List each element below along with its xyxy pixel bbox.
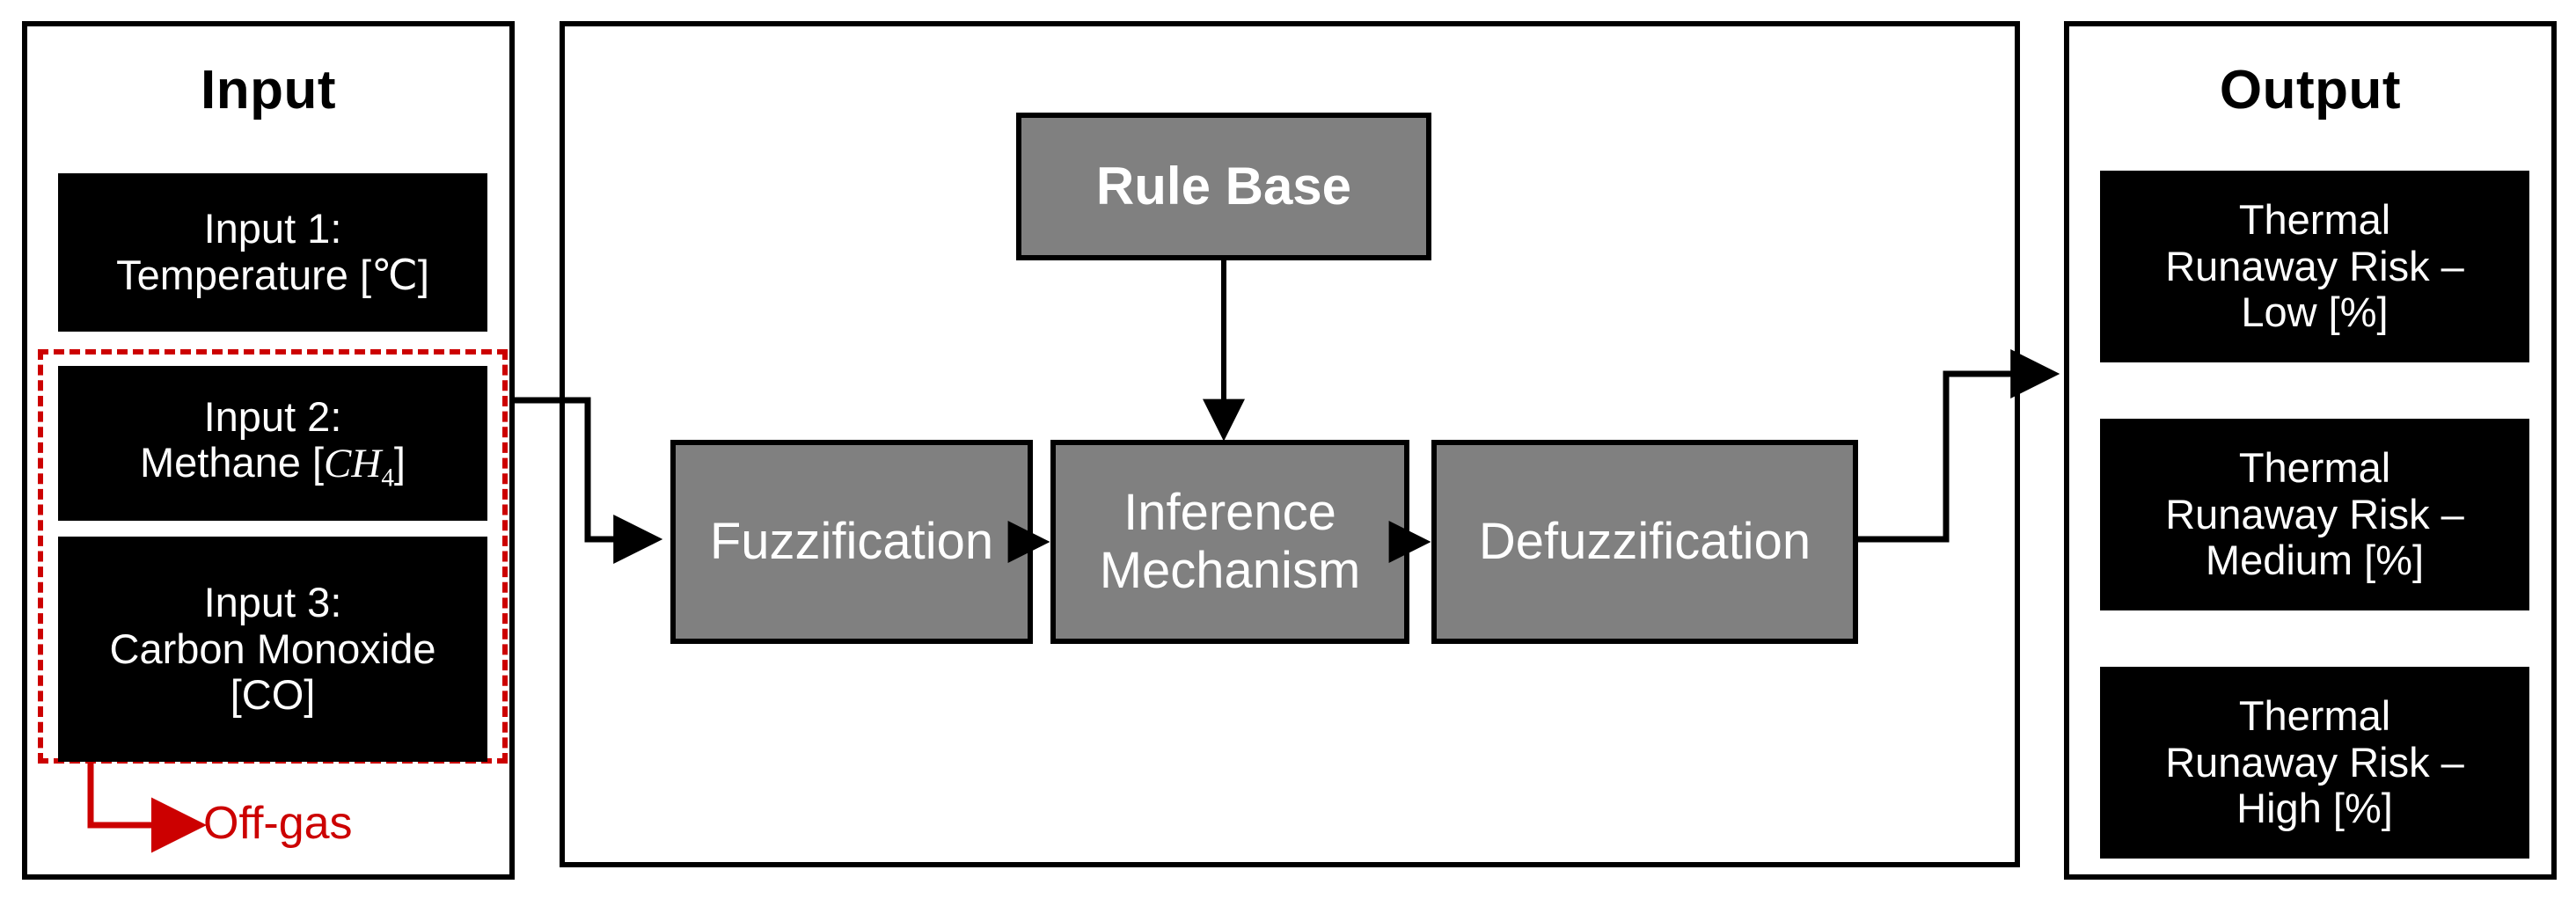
output-3-line-1: Thermal (2238, 692, 2391, 740)
input-2-line-1: Input 2: (203, 392, 342, 440)
off-gas-label: Off-gas (203, 798, 353, 849)
input-3-line-3: [CO] (230, 671, 316, 719)
input-box-carbon-monoxide: Input 3: Carbon Monoxide [CO] (58, 537, 487, 762)
output-1-line-1: Thermal (2238, 196, 2391, 244)
input-panel: Input Input 1: Temperature [℃] Input 2: … (22, 21, 515, 880)
rule-base-box: Rule Base (1016, 113, 1431, 260)
output-box-risk-medium: Thermal Runaway Risk – Medium [%] (2100, 419, 2529, 610)
input-3-line-2: Carbon Monoxide (109, 625, 436, 672)
output-panel: Output Thermal Runaway Risk – Low [%] Th… (2064, 21, 2557, 880)
inference-line-2: Mechanism (1099, 542, 1361, 599)
input-2-prefix: Methane [ (140, 439, 325, 486)
input-1-line-1: Input 1: (203, 205, 342, 252)
defuzzification-box: Defuzzification (1431, 440, 1858, 644)
methane-formula-base: CH (324, 441, 382, 487)
fuzzification-box: Fuzzification (670, 440, 1033, 644)
rule-base-label: Rule Base (1095, 156, 1352, 216)
output-2-line-2: Runaway Risk – (2165, 490, 2464, 537)
defuzzification-label: Defuzzification (1478, 512, 1811, 570)
output-1-line-2: Runaway Risk – (2165, 242, 2464, 289)
output-1-line-3: Low [%] (2241, 289, 2389, 336)
process-panel: Rule Base Fuzzification Inference Mechan… (560, 21, 2020, 867)
output-box-risk-high: Thermal Runaway Risk – High [%] (2100, 667, 2529, 859)
output-2-line-3: Medium [%] (2205, 537, 2425, 584)
input-panel-title: Input (201, 60, 336, 121)
input-2-suffix: ] (393, 439, 406, 486)
inference-line-1: Inference (1123, 483, 1336, 541)
output-panel-title: Output (2219, 60, 2402, 121)
input-2-line-2: Methane [CH4] (140, 439, 406, 493)
fuzzification-label: Fuzzification (709, 512, 994, 570)
input-box-methane: Input 2: Methane [CH4] (58, 366, 487, 521)
output-box-risk-low: Thermal Runaway Risk – Low [%] (2100, 171, 2529, 362)
input-box-temperature: Input 1: Temperature [℃] (58, 173, 487, 332)
output-2-line-1: Thermal (2238, 444, 2391, 492)
input-3-line-1: Input 3: (203, 579, 342, 626)
input-1-line-2: Temperature [℃] (116, 252, 429, 298)
output-3-line-3: High [%] (2236, 785, 2393, 832)
methane-formula-subscript: 4 (381, 464, 394, 493)
output-3-line-2: Runaway Risk – (2165, 738, 2464, 786)
inference-mechanism-box: Inference Mechanism (1050, 440, 1409, 644)
